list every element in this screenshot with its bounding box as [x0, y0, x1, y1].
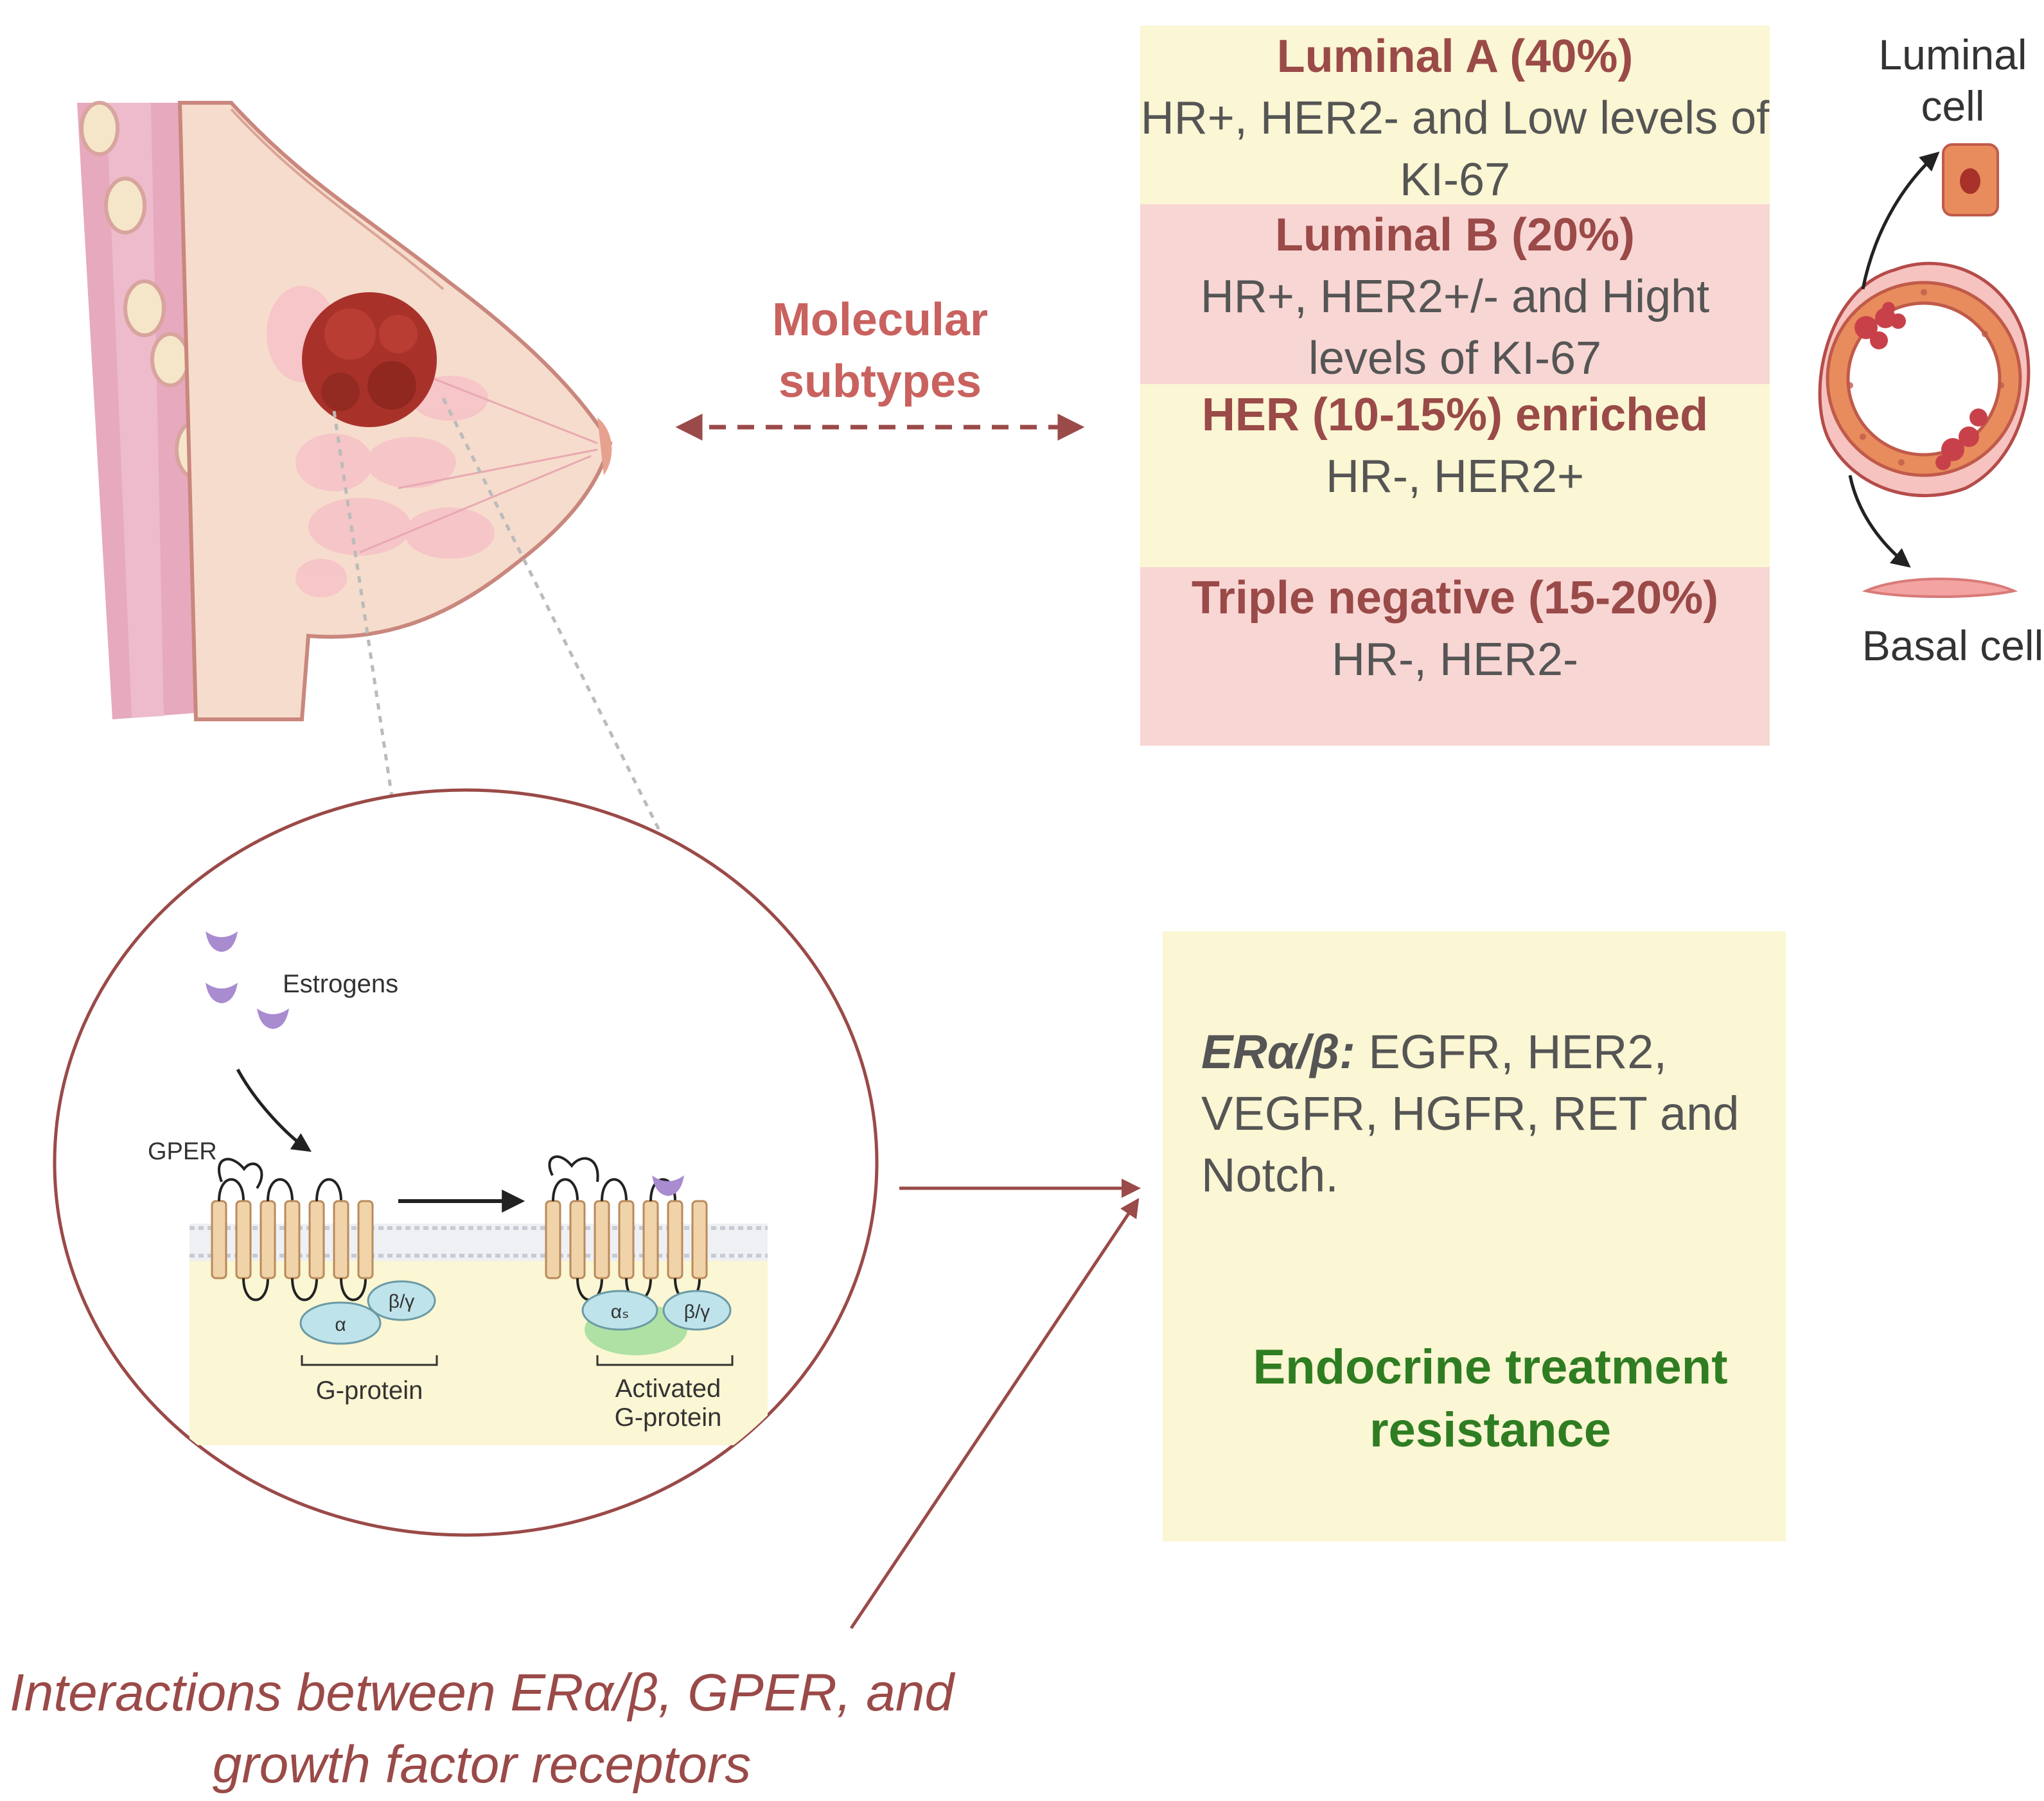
subtype-triple-negative: Triple negative (15-20%) HR-, HER2- — [1140, 567, 1770, 746]
er-receptors: EGFR, HER2, VEGFR, HGFR, RET and Notch. — [1201, 1025, 1740, 1202]
alpha-label: α — [335, 1314, 346, 1335]
receptor-loop — [315, 1178, 342, 1202]
beta-gamma-label: β/γ — [389, 1291, 415, 1312]
subtype-title: Luminal A (40%) — [1276, 31, 1634, 82]
subtype-description: HR-, HER2+ — [1325, 451, 1585, 502]
basal-cell-label: Basal cell — [1862, 622, 2044, 669]
subtype-title: Triple negative (15-20%) — [1191, 572, 1719, 624]
duct-cell-illustration — [1818, 143, 2031, 598]
luminal-cell-label: Luminal cell — [1878, 31, 2027, 130]
receptor-helix — [594, 1200, 610, 1279]
receptor-helix — [569, 1200, 586, 1279]
gper-receptor-inactive — [211, 1157, 374, 1301]
receptor-loop — [340, 1278, 367, 1301]
subtype-title: Luminal B (20%) — [1274, 209, 1635, 261]
receptor-loop — [218, 1178, 245, 1202]
receptor-helix — [545, 1200, 561, 1279]
breast-illustration — [77, 101, 613, 721]
g-protein-label: G-protein — [316, 1376, 423, 1405]
subtype-list: Luminal A (40%) HR+, HER2- and Low level… — [1140, 26, 1770, 746]
receptor-helix — [260, 1200, 276, 1279]
er-interaction-box — [1163, 931, 1786, 1542]
receptor-helix — [284, 1200, 301, 1279]
endocrine-resistance-label: Endocrine treatment resistance — [1253, 1340, 1728, 1457]
alpha-s-label: αₛ — [611, 1301, 630, 1322]
molecular-subtypes-label: Molecular subtypes — [771, 294, 989, 407]
receptor-helix — [691, 1200, 708, 1279]
beta-gamma-active-label: β/γ — [684, 1301, 710, 1322]
subtype-description: HR+, HER2+/- and Hight levels of KI-67 — [1200, 271, 1710, 384]
gper-receptor-active — [545, 1155, 708, 1301]
receptor-loop — [242, 1278, 269, 1301]
er-receptor-list: ERα/β: EGFR, HER2, VEGFR, HGFR, RET and … — [1201, 1021, 1754, 1206]
gper-panel: Estrogens GPER α β/γ αₛ β/γ G-protein Ac… — [53, 788, 879, 1537]
activated-label-line1: Activated — [615, 1375, 721, 1403]
subtype-her-enriched: HER (10-15%) enriched HR-, HER2+ — [1140, 384, 1770, 567]
estrogen-molecules — [206, 931, 684, 1196]
receptor-helix — [618, 1200, 635, 1279]
tumor — [302, 292, 437, 427]
subtype-luminal-b: Luminal B (20%) HR+, HER2+/- and Hight l… — [1140, 204, 1770, 384]
receptor-loop — [267, 1178, 294, 1202]
subtype-description: HR+, HER2- and Low levels of KI-67 — [1140, 92, 1770, 206]
activated-label-line2: G-protein — [615, 1403, 722, 1432]
gper-label: GPER — [148, 1138, 217, 1165]
subtype-luminal-a: Luminal A (40%) HR+, HER2- and Low level… — [1140, 26, 1770, 206]
receptor-helix — [308, 1200, 325, 1279]
receptor-helix — [333, 1200, 349, 1279]
er-heading: ERα/β: — [1201, 1025, 1355, 1078]
receptor-loop — [291, 1278, 318, 1301]
interactions-caption: Interactions between ERα/β, GPER, and gr… — [9, 1664, 955, 1794]
estrogens-label: Estrogens — [283, 970, 398, 998]
subtype-title: HER (10-15%) enriched — [1201, 389, 1709, 441]
receptor-loop — [552, 1178, 579, 1202]
receptor-helix — [667, 1200, 683, 1279]
receptor-helix — [211, 1200, 227, 1279]
receptor-helix — [235, 1200, 252, 1279]
receptor-helix — [357, 1200, 374, 1279]
zoom-guide-lines — [332, 397, 670, 849]
subtype-description: HR-, HER2- — [1331, 634, 1578, 685]
receptor-helix — [642, 1200, 659, 1279]
receptor-loop — [601, 1178, 628, 1202]
